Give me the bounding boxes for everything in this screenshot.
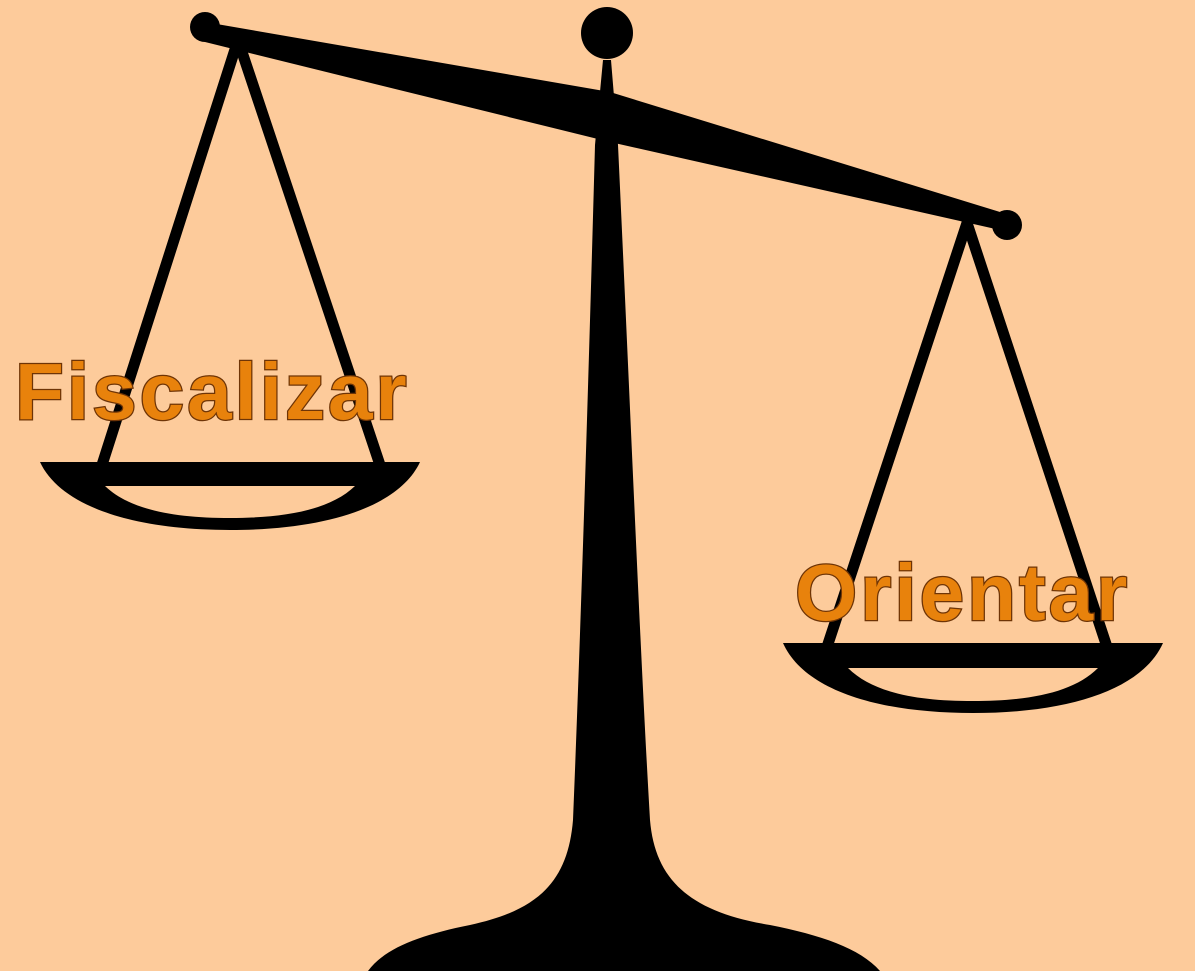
right-pan [783, 643, 1163, 713]
right-pan-label: Orientar [795, 548, 1130, 637]
beam-left-end-knob [190, 12, 220, 42]
scale-pillar [368, 60, 880, 971]
left-pan-label: Fiscalizar [15, 347, 410, 436]
left-pan [40, 462, 420, 530]
scale-top-knob [581, 7, 633, 59]
beam-right-end-knob [992, 210, 1022, 240]
